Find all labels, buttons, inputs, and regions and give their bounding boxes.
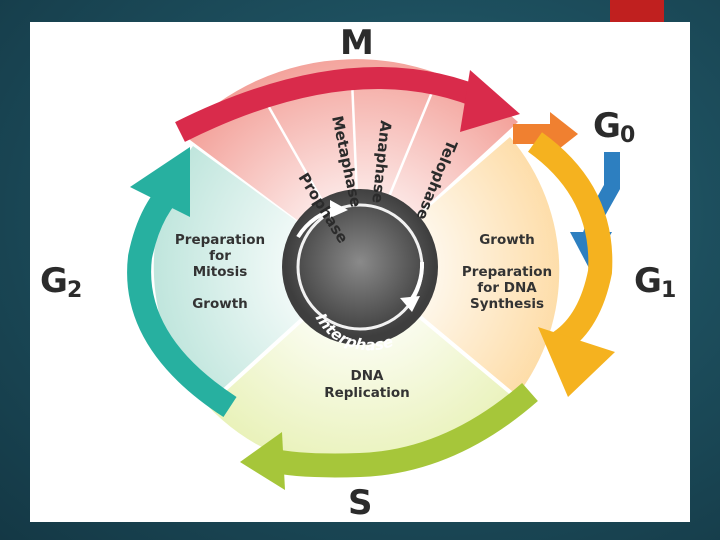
svg-text:0: 0 — [620, 123, 635, 148]
svg-text:Replication: Replication — [324, 385, 410, 401]
g1-phase-label: G 1 — [634, 261, 676, 303]
g1-arrow — [527, 132, 615, 397]
svg-text:G: G — [634, 261, 662, 301]
svg-text:G: G — [40, 261, 68, 301]
svg-text:Preparation: Preparation — [175, 232, 265, 248]
svg-text:Growth: Growth — [479, 232, 535, 248]
svg-text:2: 2 — [67, 278, 82, 303]
g2-text: Preparation for Mitosis Growth — [175, 232, 265, 312]
svg-text:Synthesis: Synthesis — [470, 296, 544, 312]
m-arrow — [175, 67, 520, 142]
g2-arrow — [127, 147, 237, 418]
g0-phase-label: G 0 — [593, 106, 635, 148]
cell-cycle-diagram: Interphase Prophase Metaphase Anaphase T… — [40, 23, 676, 522]
s-arrow — [240, 382, 538, 490]
s-sector — [206, 267, 516, 471]
g1-text: Growth Preparation for DNA Synthesis — [462, 232, 552, 312]
svg-text:for: for — [209, 248, 231, 264]
m-phase-label: M — [340, 23, 374, 63]
svg-text:1: 1 — [661, 278, 676, 303]
svg-text:G: G — [593, 106, 621, 146]
slide-canvas: Interphase Prophase Metaphase Anaphase T… — [30, 22, 690, 522]
g1-sector — [360, 137, 560, 397]
svg-text:DNA: DNA — [351, 368, 385, 384]
slide-accent-tab — [610, 0, 664, 22]
s-phase-label: S — [348, 483, 373, 522]
g2-sector — [153, 146, 360, 404]
svg-text:Growth: Growth — [192, 296, 248, 312]
svg-text:Mitosis: Mitosis — [193, 264, 248, 280]
svg-text:for DNA: for DNA — [477, 280, 537, 296]
svg-text:Preparation: Preparation — [462, 264, 552, 280]
s-text: DNA Replication — [324, 368, 410, 401]
g2-phase-label: G 2 — [40, 261, 82, 303]
